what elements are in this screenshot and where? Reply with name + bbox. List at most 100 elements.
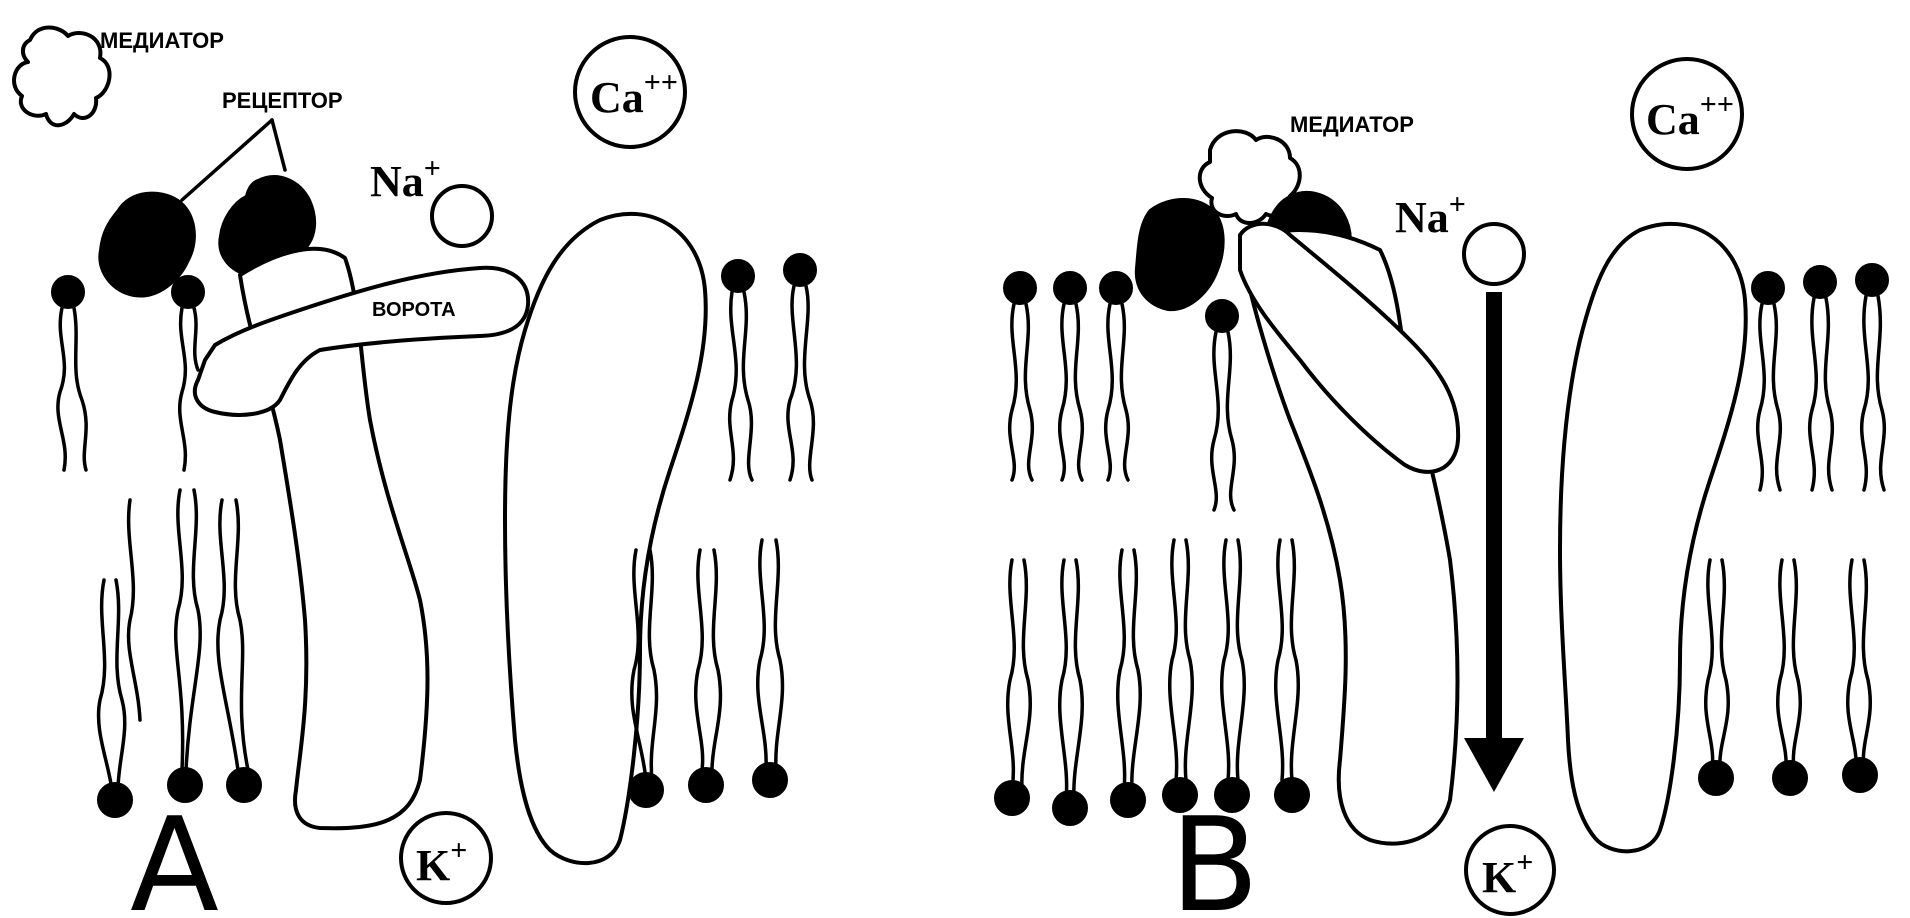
lipid-tail-a-20 [756,538,768,772]
na-ion-b [1462,222,1526,286]
lipid-tail-b-29 [1775,558,1788,772]
lipid-tail-b-30 [1791,558,1803,772]
lipid-tail-a-10 [114,578,127,792]
lipid-head-a-8 [628,772,664,808]
receptor-label-a: РЕЦЕПТОР [222,88,343,113]
k-ion-b [1464,824,1556,916]
ca-label-a: Ca++ [590,66,678,122]
lipid-head-b-13 [1855,263,1889,297]
lipid-tail-b-13 [1116,548,1127,792]
lipid-head-a-9 [688,767,724,803]
lipid-tail-b-14 [1130,548,1142,792]
lipid-head-b-4 [1205,299,1239,333]
lipid-tail-a-14 [216,498,240,772]
lipid-head-b-16 [1842,757,1878,793]
lipid-tail-b-3 [1057,302,1069,482]
channel-subunit-a-right [503,211,708,865]
lipid-head-a-4 [783,253,817,287]
lipid-tail-a-3 [177,306,188,472]
lipid-tail-a-9 [96,578,114,792]
lipid-tail-b-19 [1274,538,1285,782]
na-influx-arrow-shaft [1486,292,1502,742]
na-label-a: Na+ [370,152,441,206]
lipid-tail-b-16 [1183,538,1194,782]
lipid-tail-b-20 [1289,538,1300,782]
lipid-head-b-8 [1162,777,1198,813]
lipid-tail-a-21 [773,538,785,772]
lipid-head-b-5 [994,780,1030,816]
k-label-b: K+ [1482,846,1533,902]
lipid-tail-a-15 [233,498,250,772]
lipid-tail-a-2 [72,306,88,472]
lipid-tail-b-31 [1845,558,1858,772]
lipid-tail-b-21 [1755,302,1767,492]
panel-b: МЕДИАТОР Na+ Ca++ K+ [994,57,1889,918]
lipid-head-a-7 [226,767,262,803]
lipid-tail-b-25 [1859,294,1870,492]
ca-ion-b [1630,57,1744,171]
lipid-tail-b-17 [1220,538,1231,782]
gate-label-a: ВОРОТА [372,299,456,321]
lipid-head-b-3 [1099,271,1133,305]
lipid-tail-b-22 [1771,302,1783,492]
channel-subunit-a-left [238,246,430,831]
lipid-tail-b-24 [1823,296,1835,492]
gate-b [1238,221,1461,474]
panel-a: МЕДИАТОР РЕЦЕПТОР ВОРОТА Na+ Ca++ [12,25,817,918]
lipid-tail-b-1 [1007,302,1019,482]
lipid-tail-b-23 [1807,296,1819,492]
lipid-tail-b-10 [1020,558,1032,792]
lipid-tail-a-19 [710,548,723,772]
lipid-tail-b-2 [1023,302,1035,482]
lipid-tail-a-8 [802,284,816,482]
lipid-tail-a-5 [727,290,738,482]
lipid-tail-b-12 [1072,558,1084,802]
k-ion-a [399,811,493,905]
lipid-head-b-6 [1052,790,1088,826]
lipid-tail-b-27 [1703,558,1715,772]
lipid-tail-b-15 [1168,538,1179,782]
lipid-head-a-3 [721,259,755,293]
lipid-head-b-12 [1803,265,1837,299]
receptor-pointer-left [180,118,274,202]
lipid-head-a-2 [171,275,205,309]
receptor-pointer-right [270,118,287,172]
lipid-tail-a-1 [56,306,67,472]
lipid-tail-a-7 [786,284,799,482]
lipid-head-b-11 [1751,271,1785,305]
mediator-label-a: МЕДИАТОР [100,28,224,53]
lipid-tail-b-7 [1209,330,1221,512]
lipid-tail-a-18 [694,548,705,772]
panel-letter-b: B [1170,789,1259,918]
na-influx-arrow-head [1464,738,1524,792]
lipid-head-b-7 [1110,782,1146,818]
lipid-head-b-2 [1053,271,1087,305]
lipid-tail-b-28 [1718,558,1731,772]
lipid-tail-b-26 [1875,294,1887,492]
ca-ion-a [573,35,687,149]
ca-label-b: Ca++ [1646,88,1734,144]
lipid-head-b-10 [1274,777,1310,813]
lipid-head-b-1 [1003,271,1037,305]
receptor-blob-a-left [98,191,196,298]
na-label-b: Na+ [1395,188,1466,242]
lipid-head-b-15 [1772,760,1808,796]
receptor-blob-b-left [1134,198,1225,312]
na-ion-a [430,184,494,248]
lipid-head-a-6 [167,767,203,803]
lipid-tail-b-9 [1005,558,1016,792]
mediator-molecule-a [12,25,112,128]
mediator-label-b: МЕДИАТОР [1290,112,1414,137]
lipid-tail-b-4 [1073,302,1085,482]
lipid-tail-a-17 [647,548,659,782]
lipid-tail-b-32 [1861,558,1873,772]
lipid-tail-a-13 [184,488,202,772]
k-label-a: K+ [416,834,467,890]
gate-a [192,265,531,417]
lipid-tail-b-18 [1235,538,1246,782]
lipid-tail-b-8 [1225,330,1237,512]
lipid-tail-a-4 [192,306,200,372]
lipid-tail-b-11 [1058,558,1069,802]
channel-subunit-b-right [1558,221,1748,854]
